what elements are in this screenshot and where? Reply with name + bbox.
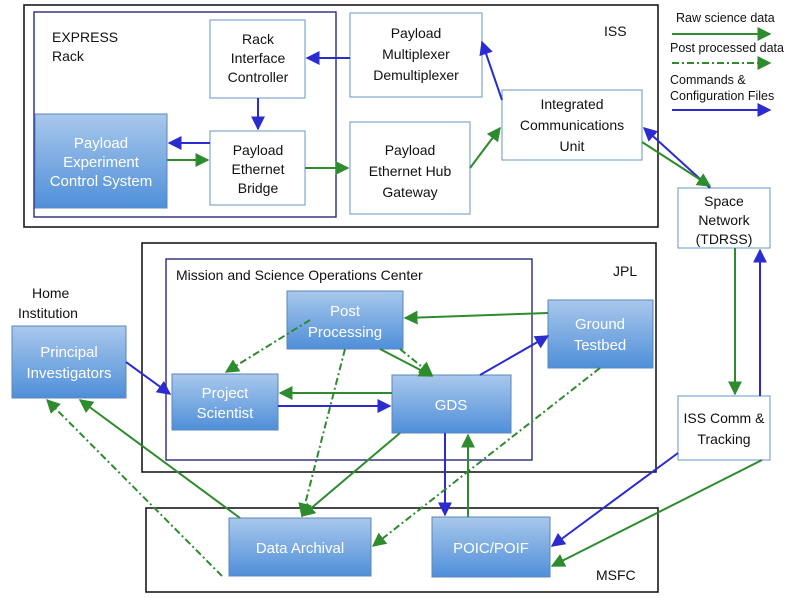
pehg-label-2: Ethernet Hub bbox=[369, 163, 452, 179]
pp-label-2: Processing bbox=[308, 324, 382, 341]
peb-label-3: Bridge bbox=[238, 180, 279, 196]
pmd-label-1: Payload bbox=[391, 25, 442, 41]
isscomm-label-1: ISS Comm & bbox=[684, 410, 766, 426]
arrow-icu-to-sn bbox=[641, 141, 712, 187]
jpl-label: JPL bbox=[613, 263, 637, 279]
pi-label-1: Principal bbox=[40, 344, 98, 361]
pp-label-1: Post bbox=[330, 303, 361, 320]
payload-ethernet-hub-gateway-box bbox=[349, 121, 471, 215]
arrow-gds-to-gt bbox=[479, 335, 550, 376]
gds-box bbox=[391, 374, 512, 434]
peb-label-1: Payload bbox=[233, 142, 284, 158]
legend-post-label: Post processed data bbox=[670, 41, 784, 55]
pecs-label-1: Payload bbox=[74, 135, 128, 152]
pehg-label-1: Payload bbox=[385, 142, 436, 158]
arrow-pehg-to-icu bbox=[469, 126, 501, 169]
da-label: Data Archival bbox=[256, 540, 344, 557]
principal-investigators-box bbox=[11, 325, 127, 399]
rack-label: Rack bbox=[52, 48, 85, 64]
arrow-da-to-pi bbox=[78, 399, 241, 519]
ps-label-1: Project bbox=[202, 385, 250, 402]
iss-comm-tracking-box bbox=[677, 395, 771, 461]
legend-commands-label-2: Configuration Files bbox=[670, 89, 774, 103]
msoc-label: Mission and Science Operations Center bbox=[176, 267, 423, 283]
arrow-pp-to-ps bbox=[224, 319, 311, 373]
arrow-icu-to-pmd bbox=[479, 40, 503, 101]
arrow-isscomm-to-poic bbox=[550, 452, 679, 547]
arrow-pp-to-da bbox=[298, 348, 346, 518]
sn-label-1: Space bbox=[704, 193, 744, 209]
pecs-label-2: Experiment bbox=[63, 154, 140, 171]
msfc-frame bbox=[145, 507, 659, 593]
payload-ethernet-bridge-box bbox=[209, 130, 306, 206]
arrow-da-to-pi-post bbox=[46, 399, 223, 577]
gt-label-1: Ground bbox=[575, 316, 625, 333]
sn-label-3: (TDRSS) bbox=[696, 231, 753, 247]
icu-label-2: Communications bbox=[520, 117, 624, 133]
jpl-frame bbox=[141, 242, 657, 473]
iss-label: ISS bbox=[604, 23, 627, 39]
icu-label-1: Integrated bbox=[540, 96, 603, 112]
legend-raw-label: Raw science data bbox=[676, 11, 775, 25]
iss-frame bbox=[23, 4, 659, 228]
arrow-gds-to-da bbox=[300, 432, 401, 517]
data-archival-box bbox=[228, 517, 372, 577]
project-scientist-box bbox=[171, 373, 279, 431]
gt-label-2: Testbed bbox=[574, 337, 627, 354]
icu-box bbox=[501, 89, 643, 161]
pecs-box bbox=[34, 113, 168, 209]
ground-testbed-box bbox=[547, 299, 654, 369]
ric-label-3: Controller bbox=[228, 69, 289, 85]
ps-label-2: Scientist bbox=[197, 405, 255, 422]
sn-label-2: Network bbox=[698, 212, 750, 228]
pi-label-2: Investigators bbox=[26, 365, 111, 382]
pmd-label-3: Demultiplexer bbox=[373, 67, 459, 83]
post-processing-box bbox=[286, 290, 404, 350]
arrow-pi-to-ps bbox=[125, 361, 172, 395]
pehg-label-3: Gateway bbox=[382, 184, 437, 200]
space-network-box bbox=[677, 187, 771, 249]
poic-poif-box bbox=[431, 516, 551, 578]
isscomm-label-2: Tracking bbox=[697, 431, 750, 447]
pecs-label-3: Control System bbox=[50, 173, 153, 190]
pmd-label-2: Multiplexer bbox=[382, 46, 450, 62]
peb-label-2: Ethernet bbox=[232, 161, 285, 177]
legend-commands-label-1: Commands & bbox=[670, 73, 746, 87]
express-rack-frame bbox=[33, 11, 337, 218]
msfc-label: MSFC bbox=[596, 567, 636, 583]
msoc-frame bbox=[165, 258, 533, 461]
express-label: EXPRESS bbox=[52, 29, 118, 45]
home-label: Home bbox=[32, 285, 70, 301]
ric-label-2: Interface bbox=[231, 50, 286, 66]
arrow-gt-to-da bbox=[371, 367, 601, 547]
arrow-pp-to-gds bbox=[379, 348, 434, 377]
poic-label: POIC/POIF bbox=[453, 540, 529, 557]
arrow-gt-to-pp bbox=[403, 310, 549, 325]
payload-mux-demux-box bbox=[349, 12, 483, 98]
arrow-isscomm-to-poic-green bbox=[550, 459, 763, 567]
institution-label: Institution bbox=[18, 305, 78, 321]
gds-label: GDS bbox=[435, 397, 468, 414]
ric-label-1: Rack bbox=[242, 31, 275, 47]
arrow-pp-to-gds-post bbox=[399, 348, 434, 376]
icu-label-3: Unit bbox=[560, 138, 585, 154]
